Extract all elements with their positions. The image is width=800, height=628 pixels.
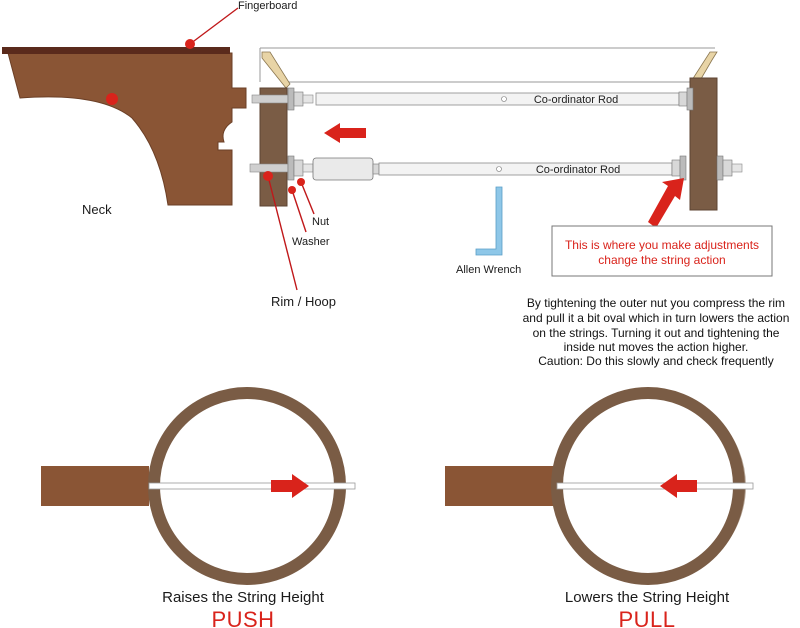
callout-line-2: change the string action [598,253,725,267]
neck-shape [7,52,247,206]
label-fingerboard: Fingerboard [238,0,297,12]
upper-rod [251,87,694,111]
right-rim-block [689,77,718,211]
fingerboard-dot [185,39,195,49]
nut-dot [297,178,305,186]
rod-label-lower: Co-ordinator Rod [536,164,620,176]
fingerboard [2,47,230,54]
neck-dot [106,93,118,105]
rod-label-upper: Co-ordinator Rod [534,94,618,106]
push-diagram: Raises the String Height PUSH [41,387,356,628]
push-direction-arrow [324,123,366,143]
push-arrow [271,474,309,498]
explanation-line-5: Caution: Do this slowly and check freque… [538,354,773,368]
adjustment-arrow [648,178,684,228]
push-rod [148,482,356,490]
pull-rod [556,482,754,490]
label-rim-hoop: Rim / Hoop [271,294,336,309]
label-neck: Neck [82,202,112,217]
pull-caption: Lowers the String Height [565,589,730,606]
pull-neck-bar [445,466,557,506]
push-title: PUSH [211,607,274,628]
pull-arrow [660,474,697,498]
callout-line-1: This is where you make adjustments [565,238,759,252]
pull-diagram: Lowers the String Height PULL [445,387,754,628]
callout-box [551,225,773,277]
explanation-text: By tightening the outer nut you compress… [523,296,790,368]
lower-rod [249,155,743,181]
explanation-line-4: inside nut moves the action higher. [564,340,749,354]
coupler-nut [312,157,374,181]
label-allen-wrench: Allen Wrench [456,264,521,276]
pull-title: PULL [618,607,675,628]
push-neck-bar [41,466,149,506]
left-bracket [261,51,291,89]
explanation-line-2: and pull it a bit oval which in turn low… [523,311,790,325]
push-caption: Raises the String Height [162,589,325,606]
left-rim-block [259,87,288,207]
explanation-line-3: on the strings. Turning it out and tight… [533,326,780,340]
explanation-line-1: By tightening the outer nut you compress… [527,296,785,310]
leaders [189,7,315,291]
label-washer: Washer [292,236,330,248]
allen-wrench [475,186,503,256]
rim-dot [263,171,273,181]
right-bracket [691,51,718,85]
washer-dot [288,186,296,194]
label-nut: Nut [312,216,329,228]
frame-lines [259,47,715,83]
